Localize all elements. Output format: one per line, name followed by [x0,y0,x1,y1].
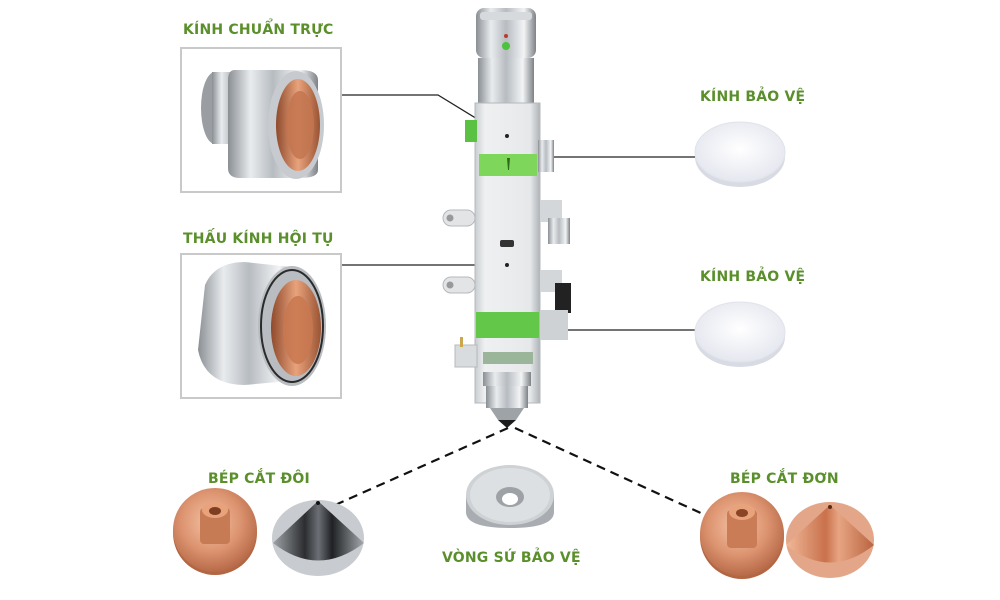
double-nozzle-image [173,488,364,576]
label-collimator-lens: KÍNH CHUẨN TRỰC [183,22,334,38]
label-protective-window-upper: KÍNH BẢO VỆ [700,89,806,105]
dashed-leader-lines [334,426,706,517]
laser-cutting-head-image [442,8,571,428]
collimator-lens-holder-image [201,70,324,179]
dashed-leader-double-nozzle [334,426,509,507]
label-protective-window-lower: KÍNH BẢO VỆ [700,269,806,285]
focus-lens-holder-image [198,262,326,386]
label-single-nozzle: BÉP CẮT ĐƠN [730,471,839,487]
single-nozzle-image [700,492,874,579]
ceramic-ring-image [466,465,554,528]
dashed-leader-single-nozzle [514,426,706,517]
label-ceramic-ring: VÒNG SỨ BẢO VỆ [442,550,581,566]
label-focus-lens: THẤU KÍNH HỘI TỤ [183,231,334,247]
protective-window-lower-image [694,301,786,367]
protective-window-upper-image [694,121,786,187]
label-double-nozzle: BÉP CẮT ĐÔI [208,471,310,487]
